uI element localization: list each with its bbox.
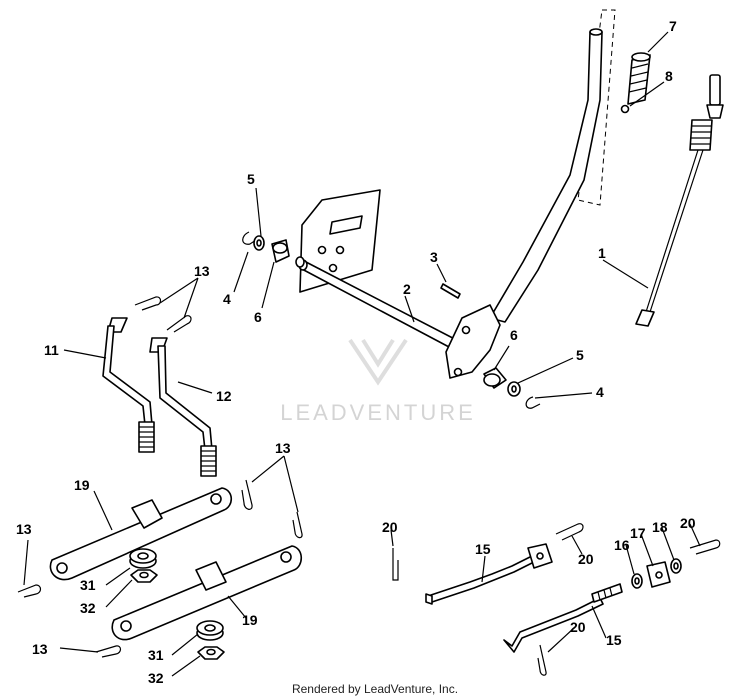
callout-32-upper: 32	[80, 600, 96, 616]
bushing-31-lower	[196, 620, 224, 641]
rod-15-upper	[425, 543, 553, 605]
cotter-pin-20-right	[689, 539, 721, 555]
callout-13-bottom: 13	[32, 641, 48, 657]
leader-lines	[23, 31, 701, 677]
shaft-lever-bracket	[445, 304, 501, 379]
callout-4-lower: 4	[596, 384, 604, 400]
callout-13-top: 13	[194, 263, 210, 279]
callout-5-upper: 5	[247, 171, 255, 187]
lever-button	[620, 104, 630, 114]
lever-grip	[627, 52, 651, 105]
lift-arm-lower	[111, 545, 303, 641]
bushing-upper	[271, 239, 305, 268]
watermark-text: LEADVENTURE	[280, 400, 476, 425]
mounting-bracket	[299, 189, 381, 293]
callout-3: 3	[430, 249, 438, 265]
callout-15-upper: 15	[475, 541, 491, 557]
hairpin-clip-13-top-right	[166, 315, 192, 333]
callout-19-upper: 19	[74, 477, 90, 493]
hairpin-clip-upper	[242, 231, 257, 245]
bushing-lower	[483, 367, 507, 389]
watermark-logo	[348, 338, 408, 386]
hairpin-clip-13-mid-right	[292, 511, 303, 539]
callout-32-lower: 32	[148, 670, 164, 686]
cotter-pin-20-bottom	[537, 644, 547, 676]
callout-6-upper: 6	[254, 309, 262, 325]
bushing-31-upper	[129, 548, 157, 569]
rod-15-lower	[503, 583, 623, 653]
callout-20-right: 20	[680, 515, 696, 531]
washer-18	[670, 558, 682, 574]
callout-labels: 1 2 3 4 4 5 5 6 6 7 8 11 12 13 13 13 13 …	[16, 18, 696, 686]
nut-32-upper	[130, 569, 158, 583]
nut-32-lower	[197, 646, 225, 660]
lift-lever	[489, 9, 616, 323]
washer-lower	[507, 381, 521, 397]
callout-13-left: 13	[16, 521, 32, 537]
hairpin-clip-13-bottom	[95, 645, 122, 658]
hairpin-clip-lower	[525, 396, 541, 409]
callout-2: 2	[403, 281, 411, 297]
callout-11: 11	[44, 342, 59, 358]
callout-15-lower: 15	[606, 632, 622, 648]
lift-link-left	[102, 317, 155, 453]
callout-12: 12	[216, 388, 232, 404]
callout-13-mid: 13	[275, 440, 291, 456]
lift-arm-upper	[49, 487, 233, 581]
washer-16	[631, 573, 643, 589]
adjustment-rod	[635, 74, 724, 327]
hairpin-clip-13-mid-left	[241, 479, 253, 510]
callout-18: 18	[652, 519, 668, 535]
callout-31-lower: 31	[148, 647, 164, 663]
callout-20-bottom: 20	[570, 619, 586, 635]
callout-6-lower: 6	[510, 327, 518, 343]
cotter-pin-20-mid	[555, 523, 584, 541]
cross-shaft	[298, 259, 473, 357]
callout-19-lower: 19	[242, 612, 258, 628]
callout-1: 1	[598, 245, 606, 261]
hairpin-clip-13-top-left	[134, 296, 162, 311]
cotter-pin-20-left	[392, 548, 399, 581]
clevis-pin	[440, 283, 461, 299]
callout-7: 7	[669, 18, 677, 34]
callout-20-left: 20	[382, 519, 398, 535]
callout-16: 16	[614, 537, 630, 553]
callout-5-lower: 5	[576, 347, 584, 363]
callout-20-mid: 20	[578, 551, 594, 567]
callout-4-upper: 4	[223, 291, 231, 307]
hairpin-clip-13-far-left	[17, 584, 42, 598]
trunnion-17	[646, 561, 671, 588]
lift-link-right	[149, 337, 217, 477]
footer-credit: Rendered by LeadVenture, Inc.	[291, 682, 459, 696]
callout-8: 8	[665, 68, 673, 84]
callout-31-upper: 31	[80, 577, 96, 593]
callout-17: 17	[630, 525, 646, 541]
washer-upper	[253, 235, 265, 251]
